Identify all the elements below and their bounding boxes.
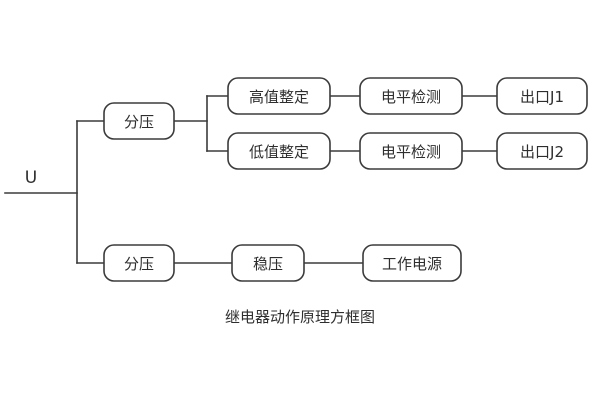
node-divider-top[interactable]: 分压 xyxy=(103,102,175,140)
node-label-low-set: 低值整定 xyxy=(249,143,309,161)
wire-layer xyxy=(4,95,498,264)
node-output-j1[interactable]: 出口J1 xyxy=(496,77,588,115)
node-box-output-j2 xyxy=(496,132,588,170)
node-work-supply[interactable]: 工作电源 xyxy=(362,244,462,282)
node-layer: 分压高值整定低值整定电平检测电平检测出口J1出口J2分压稳压工作电源 xyxy=(103,77,588,282)
node-level-detect-1[interactable]: 电平检测 xyxy=(359,77,463,115)
node-label-divider-top: 分压 xyxy=(124,113,154,131)
node-box-divider-bottom xyxy=(103,244,175,282)
node-label-regulator: 稳压 xyxy=(253,255,283,273)
node-box-divider-top xyxy=(103,102,175,140)
node-box-regulator xyxy=(231,244,305,282)
node-low-set[interactable]: 低值整定 xyxy=(227,132,331,170)
node-box-high-set xyxy=(227,77,331,115)
node-box-work-supply xyxy=(362,244,462,282)
node-level-detect-2[interactable]: 电平检测 xyxy=(359,132,463,170)
node-regulator[interactable]: 稳压 xyxy=(231,244,305,282)
node-label-high-set: 高值整定 xyxy=(249,88,309,106)
node-label-level-detect-1: 电平检测 xyxy=(381,88,441,106)
input-voltage-label: U xyxy=(25,168,37,188)
node-box-level-detect-2 xyxy=(359,132,463,170)
node-label-output-j2: 出口J2 xyxy=(520,143,564,161)
node-label-level-detect-2: 电平检测 xyxy=(381,143,441,161)
node-box-output-j1 xyxy=(496,77,588,115)
node-output-j2[interactable]: 出口J2 xyxy=(496,132,588,170)
diagram-caption: 继电器动作原理方框图 xyxy=(225,308,375,326)
node-box-low-set xyxy=(227,132,331,170)
node-box-level-detect-1 xyxy=(359,77,463,115)
node-label-divider-bottom: 分压 xyxy=(124,255,154,273)
node-divider-bottom[interactable]: 分压 xyxy=(103,244,175,282)
node-label-output-j1: 出口J1 xyxy=(520,88,564,106)
node-high-set[interactable]: 高值整定 xyxy=(227,77,331,115)
node-label-work-supply: 工作电源 xyxy=(382,255,442,273)
